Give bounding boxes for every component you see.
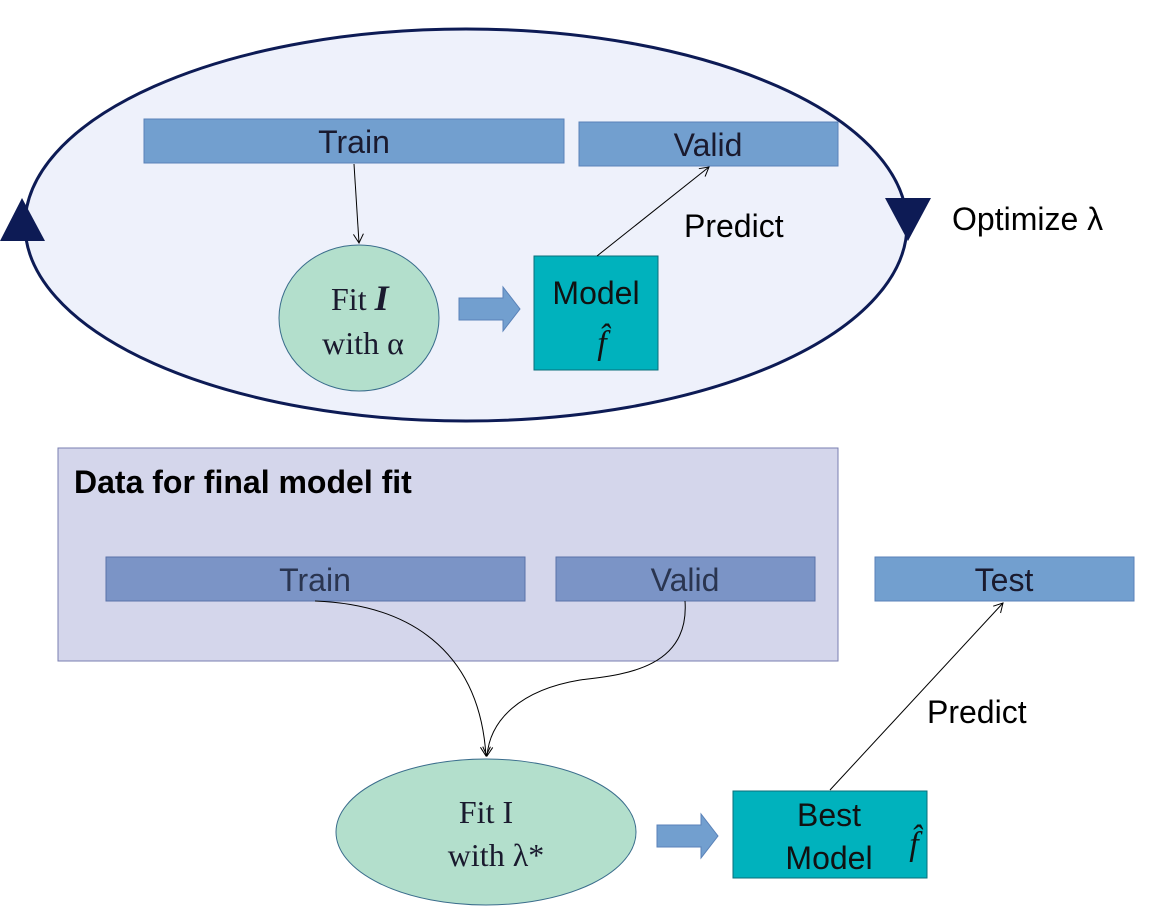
fit-to-model-block-arrow — [458, 285, 521, 333]
final-fit-line1: Fit I — [459, 794, 513, 830]
loop-model-label: Model — [552, 275, 639, 311]
final-fit-line2: with λ* — [448, 837, 544, 873]
loop-predict-label: Predict — [684, 208, 784, 244]
final-predict-label: Predict — [927, 694, 1027, 730]
best-model-line1: Best — [797, 797, 861, 833]
loop-valid-label: Valid — [674, 127, 743, 163]
final-valid-to-fit-arrow — [482, 600, 686, 758]
loop-train-box — [143, 118, 565, 164]
loop-model-box — [533, 255, 659, 371]
loop-fit-text: Fit I — [331, 278, 391, 318]
loop-fit-symbol: I — [374, 278, 391, 318]
loop-arrow-down-icon — [885, 198, 931, 241]
final-valid-label: Valid — [651, 562, 720, 598]
model-to-valid-arrow — [596, 166, 710, 257]
best-model-line2: Model — [785, 840, 872, 876]
loop-fit-with-alpha: with α — [322, 325, 404, 361]
loop-train-label: Train — [318, 124, 390, 160]
loop-arrow-up-icon — [0, 198, 45, 241]
final-panel-title: Data for final model fit — [74, 464, 412, 500]
final-train-label: Train — [279, 562, 351, 598]
loop-fit-ellipse — [278, 244, 440, 392]
test-box — [874, 556, 1135, 602]
loop-valid-box — [578, 121, 839, 167]
final-train-box — [105, 556, 526, 602]
final-fit-ellipse — [335, 758, 637, 906]
final-fit-to-model-block-arrow — [656, 812, 719, 860]
best-model-to-test-arrow — [829, 602, 1004, 791]
final-data-panel — [57, 447, 839, 662]
best-model-box — [732, 790, 928, 879]
final-valid-box — [555, 556, 816, 602]
optimize-lambda-label: Optimize λ — [952, 201, 1103, 237]
loop-fit-prefix: Fit — [331, 281, 367, 317]
final-train-to-fit-arrow — [314, 600, 491, 758]
test-label: Test — [975, 562, 1034, 598]
train-to-fit-arrow — [353, 163, 364, 245]
